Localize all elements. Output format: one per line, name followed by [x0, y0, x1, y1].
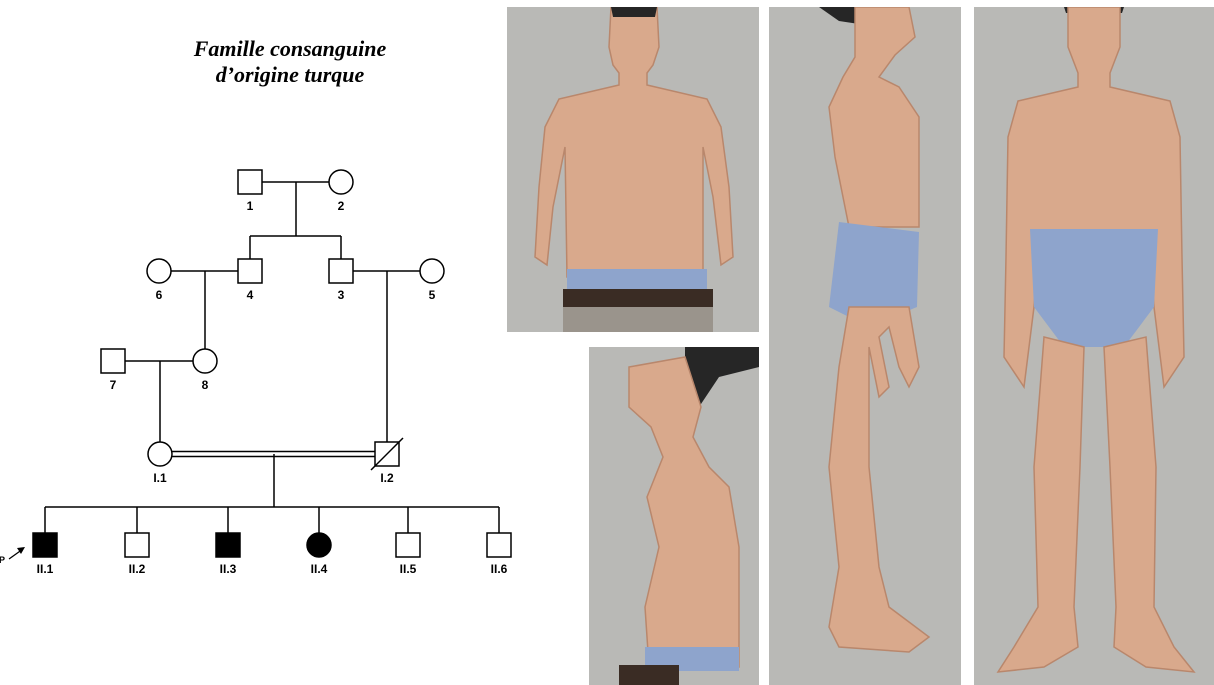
label-II-1: II.1: [37, 562, 54, 576]
label-II-5: II.5: [400, 562, 417, 576]
pedigree-male-4: [238, 259, 262, 283]
patient-photo-side-full-icon: [769, 7, 961, 685]
label-8: 8: [202, 378, 209, 392]
proband-marker: P: [0, 555, 5, 565]
label-6: 6: [156, 288, 163, 302]
patient-photo-side-upper-icon: [589, 347, 759, 685]
label-2: 2: [338, 199, 345, 213]
label-4: 4: [247, 288, 254, 302]
pedigree-female-2: [329, 170, 353, 194]
photo-front-full-body: [974, 7, 1214, 685]
label-II-4: II.4: [311, 562, 328, 576]
patient-photo-front-full-icon: [974, 7, 1214, 685]
label-5: 5: [429, 288, 436, 302]
pedigree-male-II-3: [216, 533, 240, 557]
pedigree-female-8: [193, 349, 217, 373]
pedigree-male-II-2: [125, 533, 149, 557]
pedigree-male-7: [101, 349, 125, 373]
pedigree-female-II-4: [307, 533, 331, 557]
pedigree-female-5: [420, 259, 444, 283]
photo-front-upper-body: [507, 7, 759, 332]
photo-side-upper-body: [589, 347, 759, 685]
patient-photo-front-upper-icon: [507, 7, 759, 332]
label-3: 3: [338, 288, 345, 302]
label-I-2: I.2: [380, 471, 394, 485]
label-II-6: II.6: [491, 562, 508, 576]
photo-side-full-body: [769, 7, 961, 685]
label-I-1: I.1: [153, 471, 167, 485]
label-1: 1: [247, 199, 254, 213]
label-II-2: II.2: [129, 562, 146, 576]
pedigree-female-I-1: [148, 442, 172, 466]
pedigree-male-II-1: [33, 533, 57, 557]
label-7: 7: [110, 378, 117, 392]
pedigree-male-3: [329, 259, 353, 283]
pedigree-male-II-6: [487, 533, 511, 557]
pedigree-female-6: [147, 259, 171, 283]
pedigree-male-II-5: [396, 533, 420, 557]
label-II-3: II.3: [220, 562, 237, 576]
pedigree-chart: 1 2 4 3 6 5 7 8I.1 I.2II.1 P II.2 II.3 II.4 II.5 II.6: [0, 0, 560, 685]
pedigree-male-1: [238, 170, 262, 194]
